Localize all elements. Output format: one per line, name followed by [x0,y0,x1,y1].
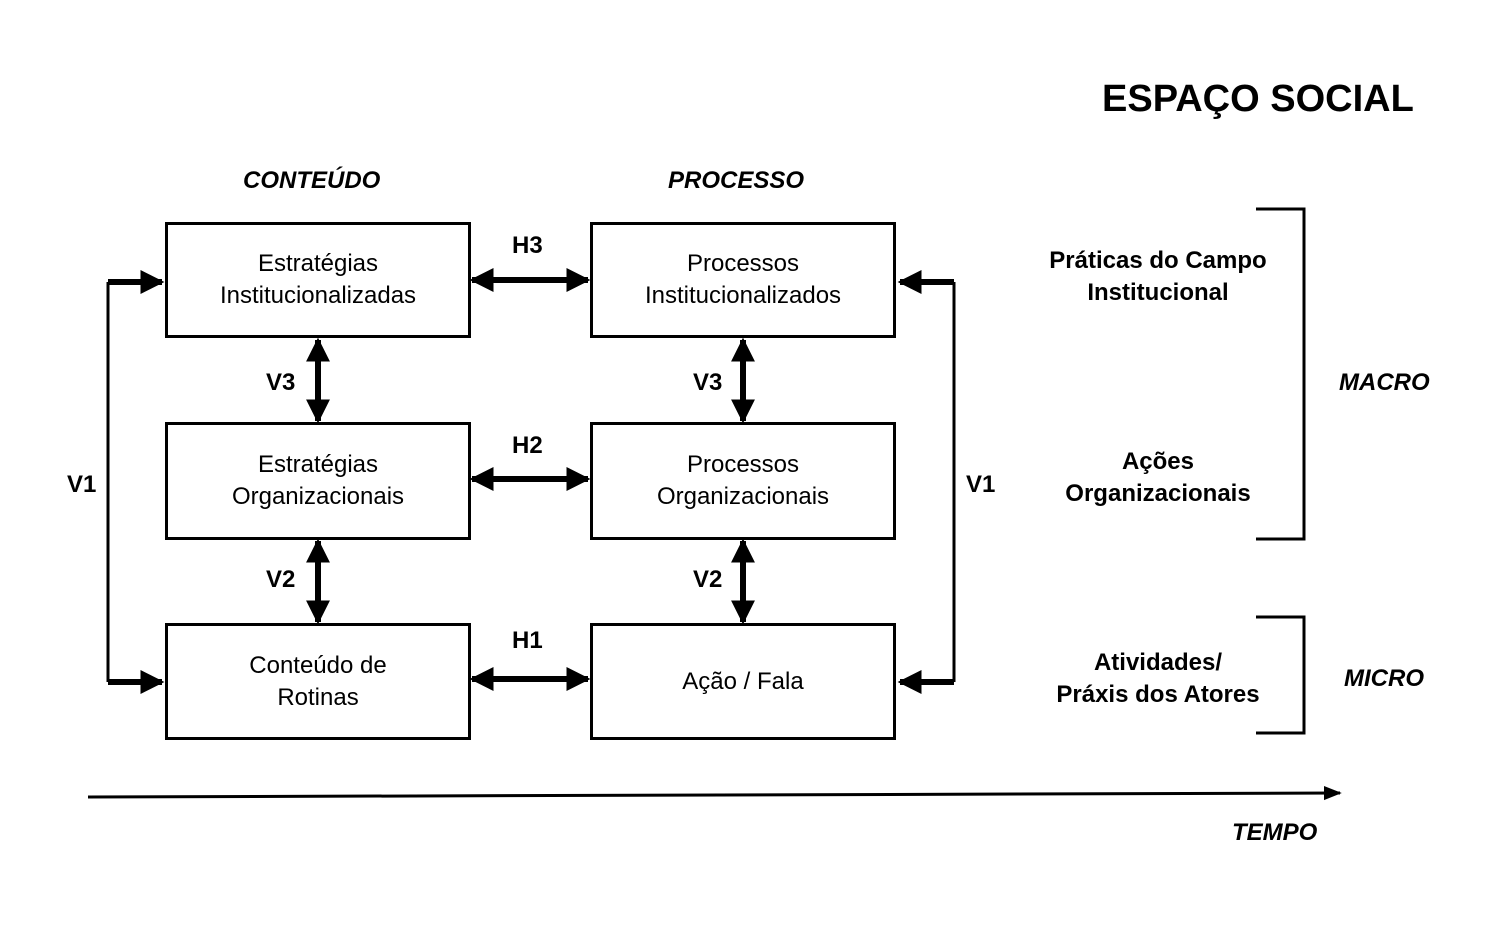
box-strategies-institutionalized: Estratégias Institucionalizadas [165,222,471,338]
level-organizational-actions: Ações Organizacionais [1028,446,1288,510]
box-line-1: Estratégias [257,250,379,277]
box-strategies-organizational: Estratégias Organizacionais [165,422,471,540]
box-processes-organizational: Processos Organizacionais [590,422,896,540]
label-h1: H1 [512,627,543,654]
time-axis-label: TEMPO [1232,819,1318,846]
box-processes-institutionalized: Processos Institucionalizados [590,222,896,338]
label-v1-left: V1 [67,471,97,498]
label-h3: H3 [512,232,543,259]
box-line-1: Processos [686,451,800,478]
diagram-title: ESPAÇO SOCIAL [1102,78,1414,120]
level-line-1: Atividades/ [1093,649,1223,676]
box-line-2: Institucionalizadas [219,282,417,309]
box-line-1: Estratégias [257,451,379,478]
level-institutional-field: Práticas do Campo Institucional [1028,245,1288,309]
box-action-speech: Ação / Fala [590,623,896,740]
level-line-2: Práxis dos Atores [1056,681,1260,708]
box-routine-content: Conteúdo de Rotinas [165,623,471,740]
label-v2-left: V2 [266,566,296,593]
box-line-2: Institucionalizados [644,282,842,309]
scale-macro: MACRO [1339,369,1430,396]
box-line-2: Organizacionais [231,483,405,510]
level-line-1: Ações [1121,448,1195,475]
box-line-2: Rotinas [277,683,359,711]
column-header-process: PROCESSO [668,167,805,194]
label-v3-right: V3 [693,369,723,396]
level-actor-activities: Atividades/ Práxis dos Atores [1028,647,1288,711]
scale-micro: MICRO [1344,665,1424,692]
time-axis [87,785,1342,801]
box-line-1: Conteúdo de [249,651,387,679]
micro-bracket [1256,615,1306,735]
level-line-1: Práticas do Campo [1049,247,1267,274]
level-line-2: Organizacionais [1065,480,1251,507]
label-v2-right: V2 [693,566,723,593]
column-header-content: CONTEÚDO [243,167,381,194]
level-line-2: Institucional [1087,279,1229,306]
box-line-1: Ação / Fala [682,667,804,695]
label-v1-right: V1 [966,471,996,498]
box-line-2: Organizacionais [656,483,830,510]
box-line-1: Processos [686,250,800,277]
label-v3-left: V3 [266,369,296,396]
label-h2: H2 [512,432,543,459]
macro-bracket [1256,207,1306,541]
